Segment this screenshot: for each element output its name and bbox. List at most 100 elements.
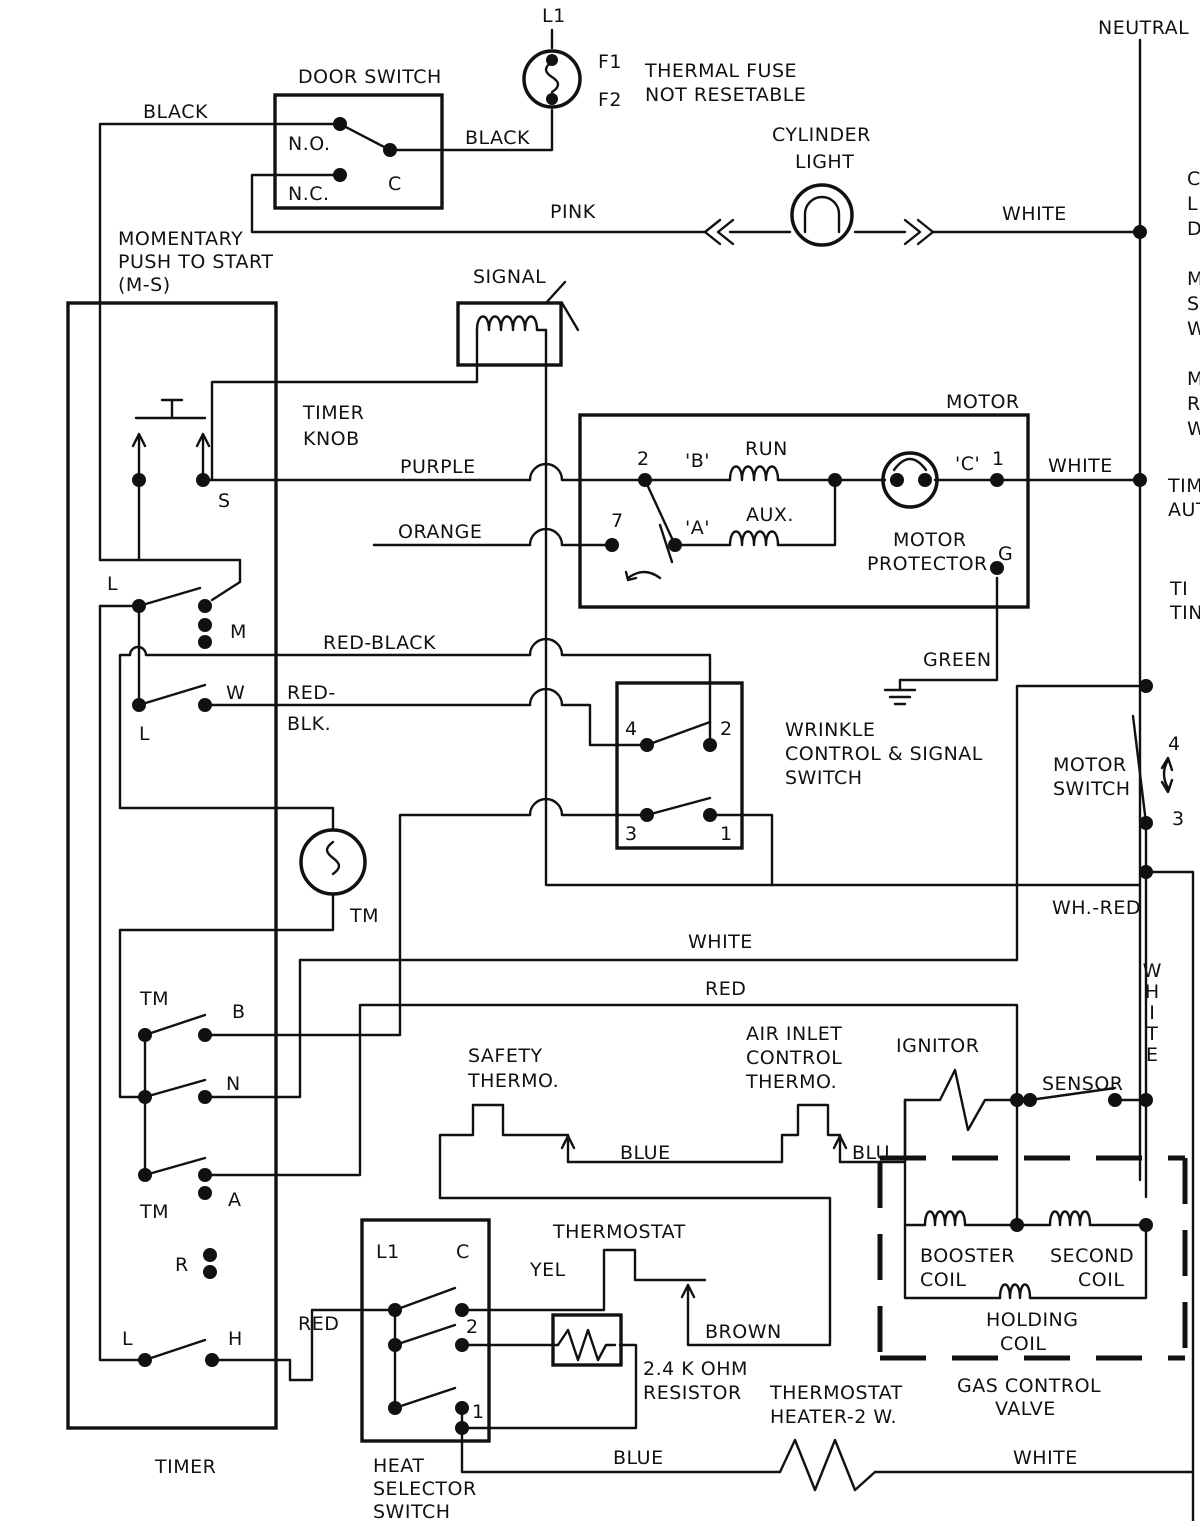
label-push-to-start: PUSH TO START: [118, 251, 273, 273]
label-second-coil: COIL: [1078, 1269, 1124, 1291]
label-term-1: 1: [992, 448, 1005, 470]
label-hs-2: 2: [466, 1316, 479, 1338]
label-orange: ORANGE: [398, 521, 482, 543]
label-c: C: [388, 173, 402, 195]
label-white-bottom: WHITE: [1013, 1447, 1078, 1469]
edge-w2: W: [1187, 418, 1200, 440]
label-gas-control: GAS CONTROL: [957, 1375, 1101, 1397]
label-nc: N.C.: [288, 183, 330, 205]
label-r: R: [175, 1254, 189, 1276]
label-holding: HOLDING: [986, 1309, 1079, 1331]
label-l-mid: L: [139, 723, 150, 745]
label-term-b: 'B': [685, 450, 710, 472]
edge-m1: M: [1187, 268, 1200, 290]
label-m: M: [230, 621, 247, 643]
label-booster-coil: COIL: [920, 1269, 966, 1291]
label-white-vertical: WHITE: [1141, 960, 1163, 1065]
label-resistor-value: 2.4 K OHM: [643, 1358, 748, 1380]
label-safety-thermo: THERMO.: [467, 1070, 559, 1092]
edge-m2: M: [1187, 368, 1200, 390]
label-motor-switch-1: MOTOR: [1053, 754, 1127, 776]
label-white-motor: WHITE: [1048, 455, 1113, 477]
edge-s: S: [1187, 293, 1200, 315]
motor-box: [578, 413, 1030, 609]
edge-w1: W: [1187, 318, 1200, 340]
label-light: LIGHT: [795, 151, 854, 173]
label-l-low: L: [122, 1328, 133, 1350]
label-pink: PINK: [550, 201, 596, 223]
edge-l: L: [1187, 193, 1198, 215]
label-hs-c: C: [456, 1241, 470, 1263]
resistor-box: [551, 1313, 623, 1367]
cylinder-light-lamp: [790, 183, 854, 247]
heat-selector-box: [360, 1218, 491, 1443]
label-h: H: [228, 1328, 243, 1350]
signal-box: [456, 301, 563, 367]
label-f2: F2: [598, 89, 622, 111]
label-wc-1: 1: [720, 823, 733, 845]
label-air-control: CONTROL: [746, 1047, 842, 1069]
label-wc-4: 4: [625, 718, 638, 740]
label-air-thermo: THERMO.: [745, 1071, 837, 1093]
label-l1: L1: [542, 5, 566, 27]
label-red-black: RED-BLACK: [323, 632, 436, 654]
label-brown: BROWN: [705, 1321, 782, 1343]
door-switch-box: [273, 93, 444, 210]
label-g: G: [998, 543, 1013, 565]
label-hs-l1: L1: [376, 1241, 400, 1263]
label-term-a: 'A': [685, 517, 710, 539]
label-timer: TIMER: [154, 1456, 216, 1478]
wrinkle-switch-box: [615, 681, 744, 850]
label-motor-protector-2: PROTECTOR: [867, 553, 988, 575]
label-red-low: RED: [298, 1313, 339, 1335]
label-selector: SELECTOR: [373, 1478, 477, 1500]
label-term-2: 2: [637, 448, 650, 470]
label-ms-4: 4: [1168, 733, 1181, 755]
edge-ti: TI: [1169, 578, 1188, 600]
label-ignitor: IGNITOR: [896, 1035, 979, 1057]
label-signal: SIGNAL: [473, 266, 546, 288]
label-sensor: SENSOR: [1042, 1073, 1124, 1095]
label-momentary: MOMENTARY: [118, 228, 243, 250]
label-thermostat-heater-2: HEATER-2 W.: [770, 1406, 897, 1428]
label-thermostat: THERMOSTAT: [552, 1221, 686, 1243]
label-wrinkle-switch: SWITCH: [785, 767, 863, 789]
label-term-c: 'C': [955, 453, 980, 475]
edge-tim: TIM: [1167, 475, 1200, 497]
label-resistor: RESISTOR: [643, 1382, 742, 1404]
label-run: RUN: [745, 438, 788, 460]
label-n: N: [226, 1073, 241, 1095]
signal-coil: [475, 315, 548, 332]
label-white-mid: WHITE: [688, 931, 753, 953]
label-timer: TIMER: [302, 402, 364, 424]
label-cylinder: CYLINDER: [772, 124, 871, 146]
label-knob: KNOB: [303, 428, 360, 450]
edge-tin: TIN: [1169, 602, 1200, 624]
label-no: N.O.: [288, 133, 330, 155]
labels: L1 F1 F2 NEUTRAL THERMAL FUSE NOT RESETA…: [107, 5, 1200, 1521]
label-hs-1: 1: [472, 1401, 485, 1423]
edge-c: C: [1187, 168, 1200, 190]
label-motor: MOTOR: [946, 391, 1020, 413]
label-motor-switch-2: SWITCH: [1053, 778, 1131, 800]
label-thermal-fuse: THERMAL FUSE: [644, 60, 797, 82]
label-red-mid: RED: [705, 978, 746, 1000]
label-second: SECOND: [1050, 1245, 1134, 1267]
timer-box: [66, 301, 278, 1430]
label-thermostat-heater-1: THERMOSTAT: [769, 1382, 903, 1404]
label-door-switch: DOOR SWITCH: [298, 66, 442, 88]
label-tm-b: TM: [139, 988, 169, 1010]
label-s: S: [218, 490, 231, 512]
label-black-left: BLACK: [143, 101, 208, 123]
label-safety: SAFETY: [468, 1045, 543, 1067]
thermal-fuse: [522, 49, 582, 109]
label-motor-protector-1: MOTOR: [893, 529, 967, 551]
edge-d: D: [1187, 218, 1200, 240]
label-wc-3: 3: [625, 823, 638, 845]
wiring: [98, 28, 1195, 1521]
label-purple: PURPLE: [400, 456, 476, 478]
label-m-s: (M-S): [118, 274, 171, 296]
terminals: [132, 54, 1153, 1435]
label-holding-coil: COIL: [1000, 1333, 1046, 1355]
